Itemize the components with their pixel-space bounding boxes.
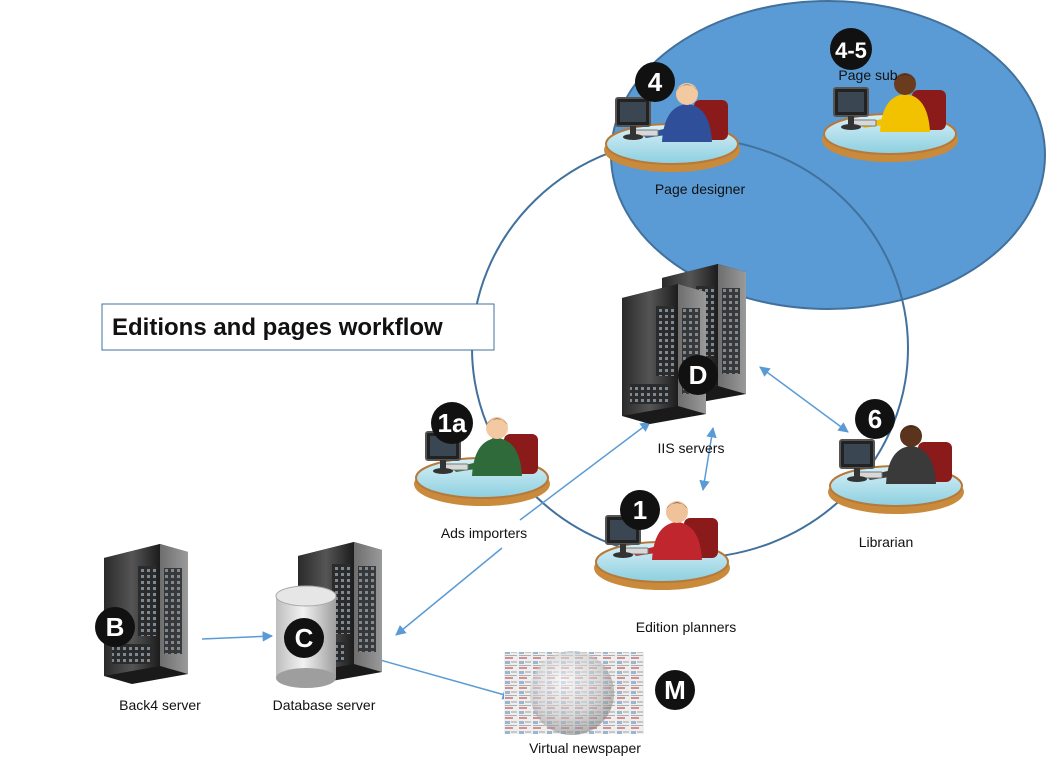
librarian-badge: 6: [868, 404, 882, 434]
database-badge: C: [295, 623, 314, 653]
diagram-title: Editions and pages workflow: [112, 314, 443, 341]
newspaper-label: Virtual newspaper: [529, 740, 641, 756]
badge-b: [95, 607, 135, 647]
ads-importers-node: 1a Ads importers: [413, 402, 551, 541]
iis-servers-node: D IIS servers: [622, 264, 746, 456]
planners-badge: 1: [633, 495, 647, 525]
arrow-iis-planners: [699, 426, 717, 492]
ads-badge: 1a: [438, 408, 467, 438]
arrow-back4-database: [201, 631, 274, 642]
arrow-ads-database: [395, 547, 503, 636]
badge-4-5: [830, 28, 872, 70]
virtual-newspaper-node: M Virtual newspaper: [504, 651, 695, 756]
page-sub-node: 4-5 Page sub: [821, 28, 959, 163]
planners-label: Edition planners: [636, 619, 736, 635]
server-tower-icon: [622, 284, 706, 424]
arrow-ads-iis: [519, 421, 651, 521]
page-designer-label: Page designer: [655, 181, 746, 197]
badge-4: [635, 62, 675, 102]
page-sub-label: Page sub: [838, 67, 897, 83]
arrow-iis-librarian: [759, 366, 849, 433]
badge-6: [855, 399, 895, 439]
database-label: Database server: [273, 697, 376, 713]
person-at-desk-icon: [827, 424, 965, 515]
ads-label: Ads importers: [441, 525, 527, 541]
badge-1a: [431, 402, 473, 444]
badge-m: [655, 670, 695, 710]
badge-d: [678, 355, 718, 395]
edition-planners-node: 1 Edition planners: [593, 490, 736, 635]
page-sub-badge: 4-5: [835, 38, 867, 63]
arrow-database-newspaper: [379, 659, 514, 700]
librarian-label: Librarian: [859, 534, 913, 550]
back4-server-node: B Back4 server: [95, 544, 201, 713]
badge-1: [620, 490, 660, 530]
iis-badge: D: [689, 360, 708, 390]
back4-label: Back4 server: [119, 697, 201, 713]
badge-c: [284, 618, 324, 658]
diagram-title-box: Editions and pages workflow: [101, 303, 495, 351]
newspaper-badge: M: [664, 675, 686, 705]
librarian-node: 6 Librarian: [827, 399, 965, 550]
page-designer-node: 4 Page designer: [603, 62, 746, 197]
iis-label: IIS servers: [658, 440, 725, 456]
database-server-node: C Database server: [273, 542, 382, 713]
back4-badge: B: [106, 612, 125, 642]
page-designer-badge: 4: [648, 67, 663, 97]
